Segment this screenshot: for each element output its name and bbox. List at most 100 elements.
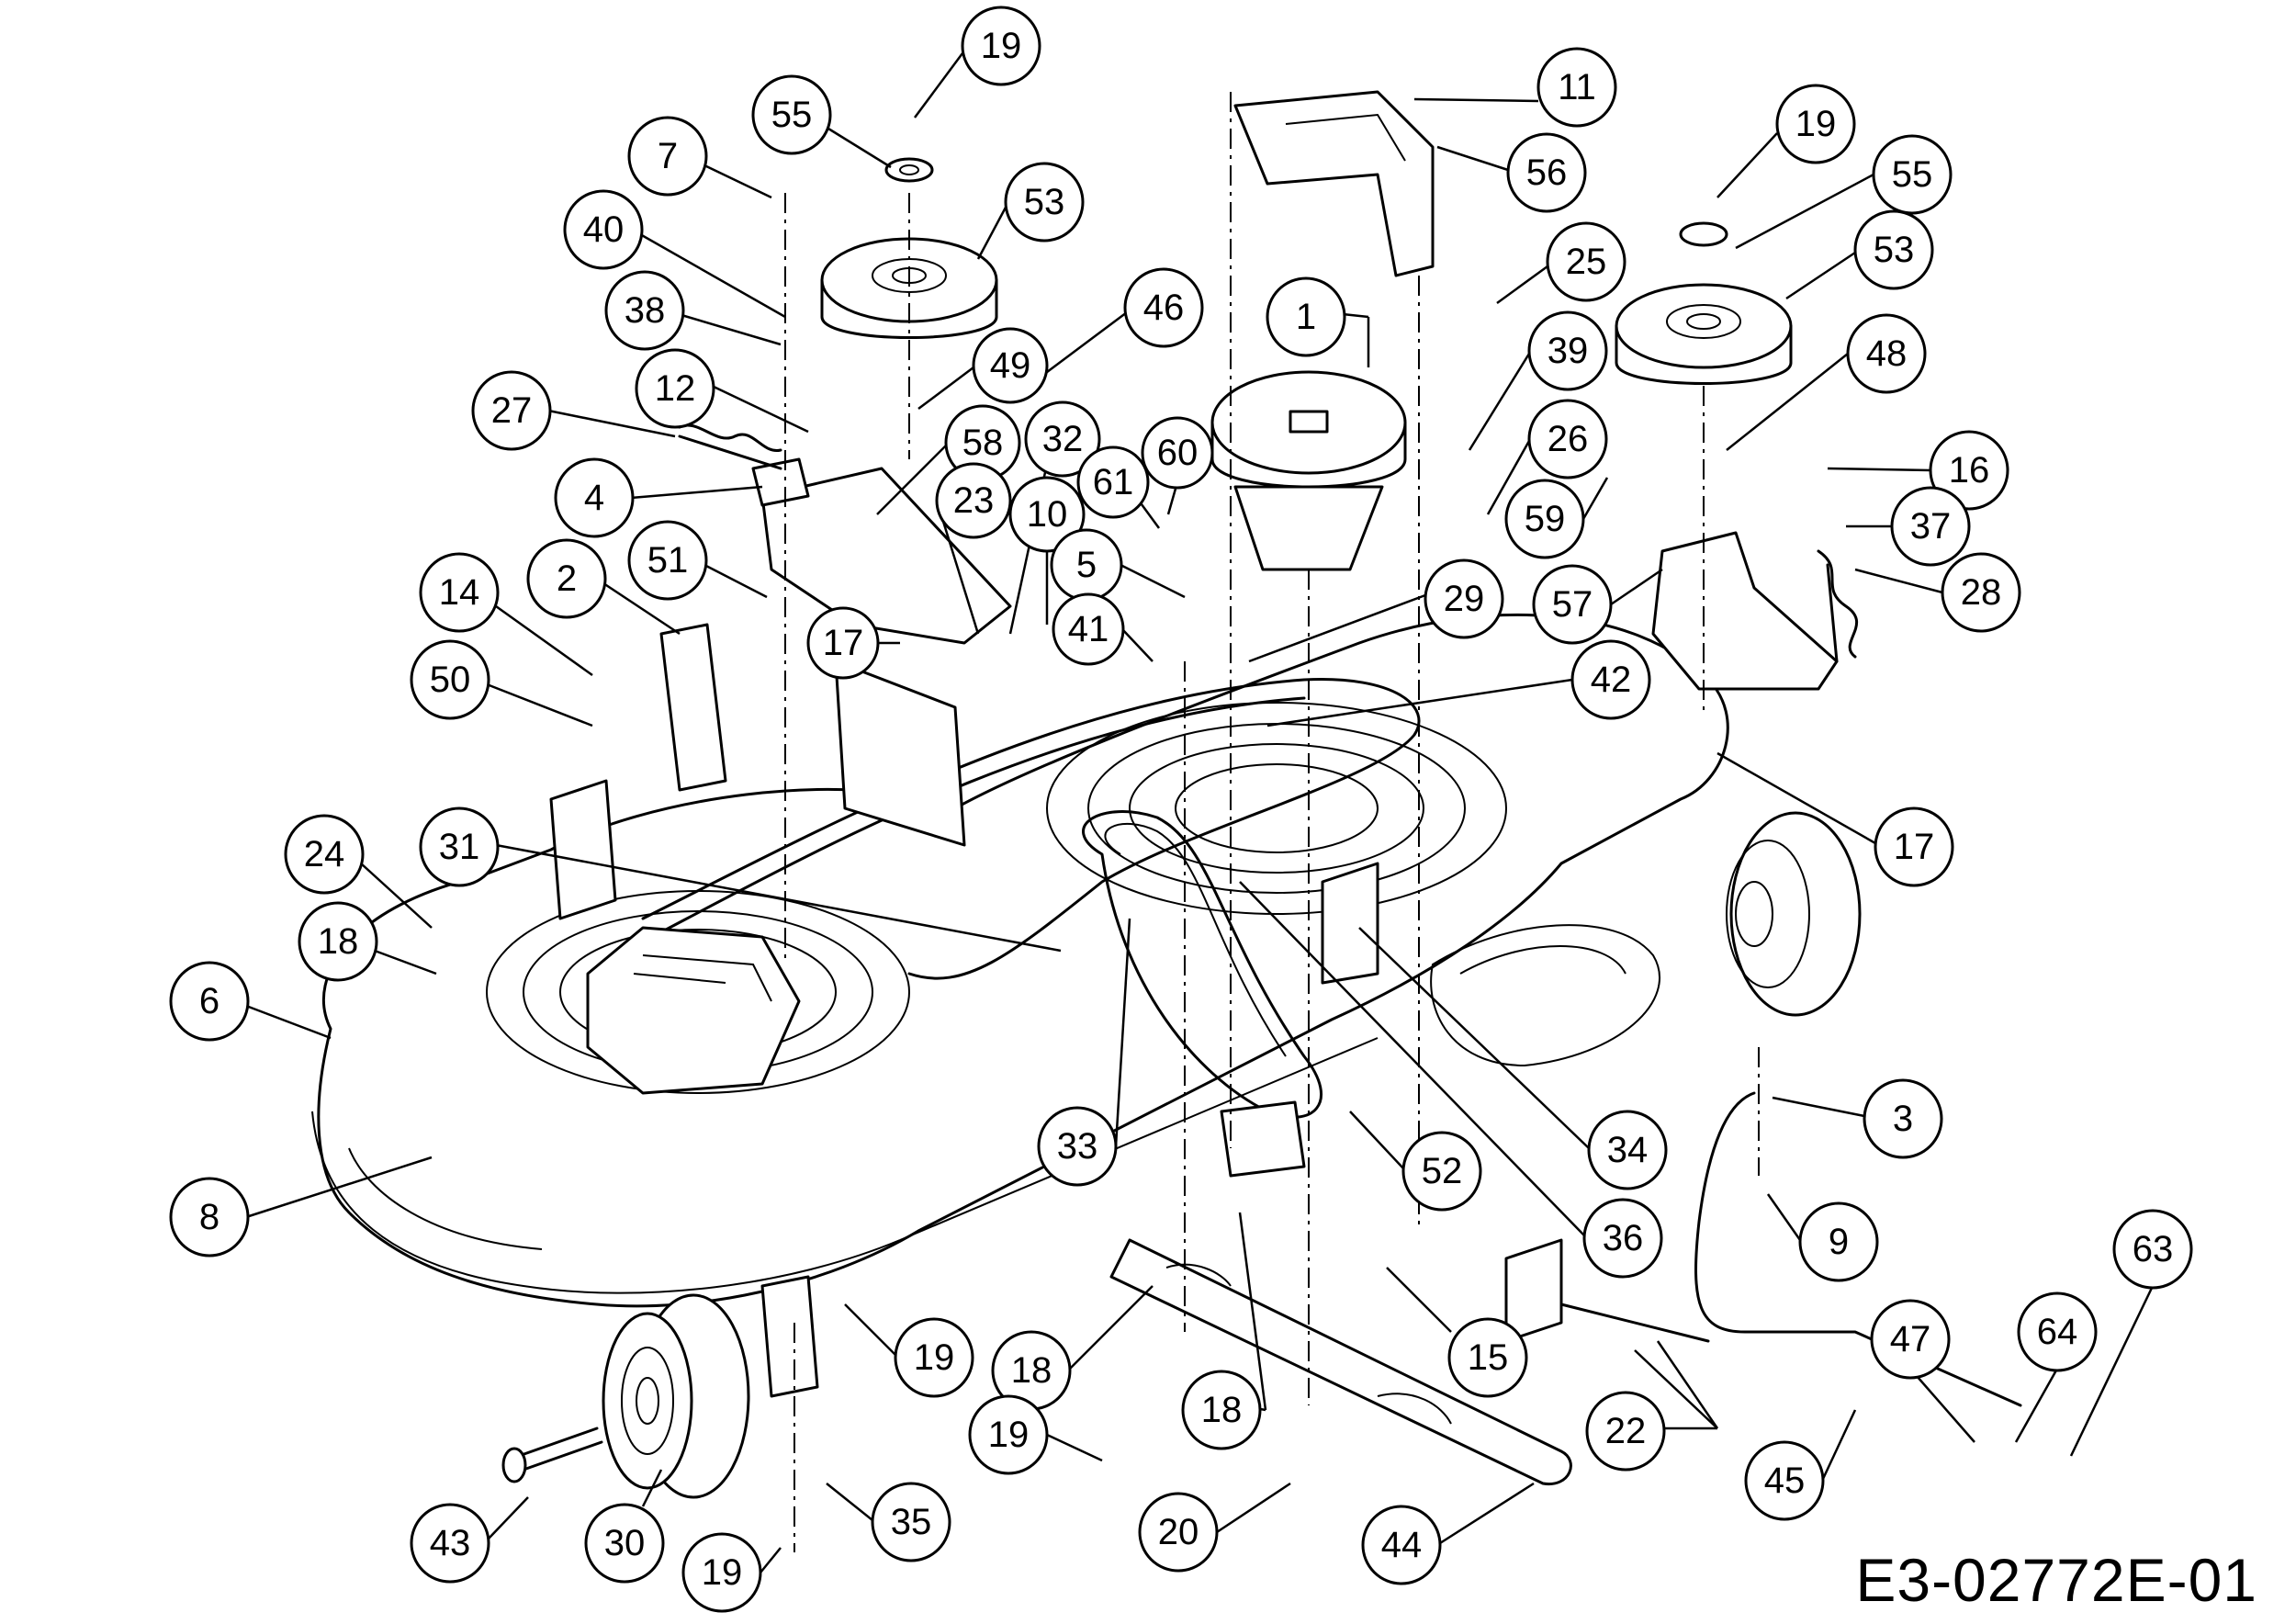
callout-label: 55 [771,95,813,135]
callout-circle [1401,1131,1482,1212]
callout-circle [1504,479,1585,559]
callout-circle [1361,1505,1442,1585]
callout-label: 57 [1552,584,1593,625]
assembly-center-lines [784,92,1760,1552]
mower-deck [311,614,1729,1308]
callout-label: 47 [1890,1319,1931,1359]
callout-label: 12 [655,368,696,409]
callout-label: 43 [430,1523,471,1563]
callout-label: 18 [1201,1390,1243,1430]
callout-circle [410,1503,490,1584]
callout-label: 51 [647,540,689,581]
callout-label: 11 [1558,67,1596,107]
callout-circle [604,270,685,351]
callout-label: 30 [604,1523,646,1563]
callout-circle [471,370,552,451]
callout-circle [1587,1110,1668,1190]
callout-label: 20 [1158,1512,1199,1552]
callout-label: 35 [891,1502,932,1542]
callout-label: 44 [1381,1525,1423,1565]
callout-label: 58 [962,423,1004,463]
callout-label: 18 [318,921,359,962]
callout-circle [584,1503,665,1584]
callout-label: 64 [2037,1312,2078,1352]
callout-label: 19 [981,26,1022,66]
callout-label: 19 [914,1337,955,1378]
callout-circle [1929,430,2009,511]
callout-circle [284,814,365,895]
callout-circle [894,1317,974,1398]
callout-label: 41 [1068,609,1109,649]
callout-circle [1076,445,1150,519]
callout-circle [1890,486,1971,567]
callout-circle [1037,1106,1118,1187]
callout-label: 33 [1057,1126,1098,1167]
idler-arm-right [1651,531,1859,691]
callout-label: 31 [439,827,480,867]
callout-label: 32 [1042,419,1084,459]
callout-circle [1744,1440,1825,1521]
callout-label: 24 [304,834,345,874]
callout-circle [1846,313,1927,394]
callout-label: 46 [1143,288,1185,328]
callout-circle [298,901,378,982]
callout-label: 60 [1157,433,1199,473]
callout-circle [1798,1201,1879,1282]
callout-label: 7 [658,136,678,176]
callout-circle [972,327,1049,404]
callout-label: 61 [1093,462,1134,502]
callout-label: 17 [1894,827,1935,867]
callout-label: 19 [702,1552,743,1593]
idler-bushing-top [884,157,934,183]
callout-circle [1181,1370,1262,1450]
callout-circle [410,639,490,720]
callout-circle [806,606,880,680]
callout-circle [554,457,635,538]
mower-blade [1109,1238,1572,1486]
callout-label: 19 [988,1415,1030,1455]
callout-label: 23 [953,480,995,521]
callout-circle [1546,221,1626,302]
callout-label: 9 [1829,1222,1849,1262]
callout-circle [627,520,708,601]
callout-circle [935,462,1012,539]
callout-circle [1024,400,1101,478]
callout-label: 25 [1566,242,1607,282]
callout-circle [1863,1078,1943,1159]
spindle-pulley-center [1210,370,1407,571]
callout-label: 3 [1893,1099,1913,1139]
callout-label: 37 [1910,506,1952,547]
callout-label: 59 [1525,499,1566,539]
callout-label: 27 [491,390,533,431]
callout-circle [1941,552,2021,633]
callout-label: 10 [1027,494,1068,535]
callout-label: 2 [557,558,577,599]
callout-label: 49 [990,345,1031,386]
callout-circle [1123,267,1204,348]
callout-circle [1532,564,1613,645]
callout-circle [1447,1317,1528,1398]
center-bracket [1233,90,1435,277]
idler-arm-left [678,423,1012,645]
callout-circle [1141,416,1214,490]
callout-label: 22 [1605,1411,1647,1451]
callout-circle [1874,806,1954,887]
callout-label: 48 [1866,333,1908,374]
deck-hanger-bracket [549,779,1563,1398]
callout-label: 15 [1468,1337,1509,1378]
front-lift-rod [1559,1091,2022,1407]
axle-bolt [501,1427,603,1483]
callout-circle [968,1394,1049,1475]
callout-circle [681,1532,762,1613]
callout-label: 50 [430,660,471,700]
callout-label: 19 [1795,104,1837,144]
callout-circle [1138,1492,1219,1573]
callout-circle [1008,476,1086,553]
callout-label: 16 [1949,450,1990,491]
callout-circle [169,1177,250,1257]
callout-circle [961,6,1041,86]
callout-label: 26 [1548,419,1589,459]
callout-circle [1870,1299,1951,1380]
callout-label: 34 [1607,1130,1649,1170]
